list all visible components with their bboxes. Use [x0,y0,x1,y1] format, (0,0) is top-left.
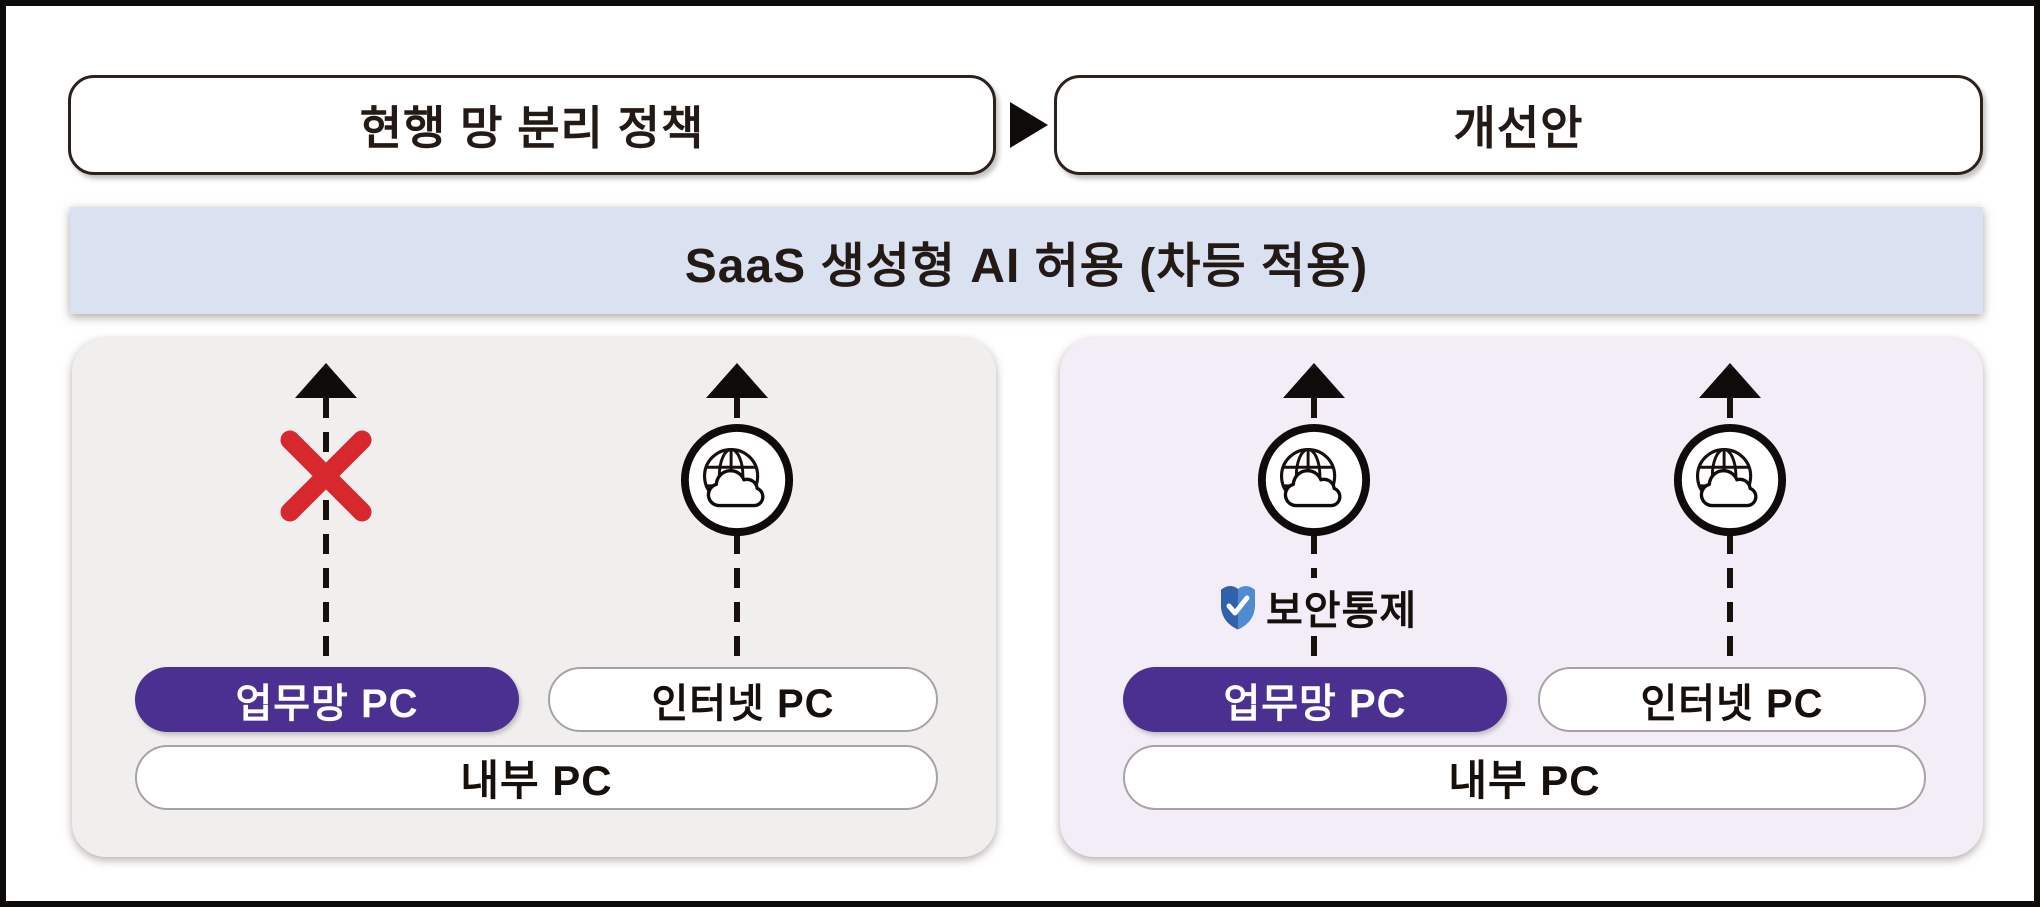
up-arrow-icon [295,363,357,398]
up-arrow-icon [1283,363,1345,398]
improved-plan-title: 개선안 [1453,102,1584,154]
security-control-badge: 보안통제 [1216,578,1424,636]
saas-allow-banner: SaaS 생성형 AI 허용 (차등 적용) [70,207,1983,314]
current-policy-panel: 업무망 PC 인터넷 PC 내부 PC [72,338,996,857]
red-x-icon [280,430,372,522]
saas-allow-banner-text: SaaS 생성형 AI 허용 (차등 적용) [684,239,1369,293]
internal-pc-label: 내부 PC [1448,757,1601,804]
internet-pc-label: 인터넷 PC [651,681,835,726]
up-arrow-icon [706,363,768,398]
shield-check-icon [1221,586,1255,630]
internal-pc-bar: 내부 PC [135,745,938,810]
internet-pc-label: 인터넷 PC [1640,681,1824,726]
globe-cloud-icon [680,423,794,537]
improved-plan-title-box: 개선안 [1054,75,1983,175]
improved-plan-panel: 보안통제 업무망 PC 인터넷 PC 내부 PC [1060,338,1983,857]
work-network-pc-label: 업무망 PC [1223,681,1407,726]
internet-pc-pill: 인터넷 PC [1538,667,1926,732]
dashed-connector [323,398,329,669]
internet-pc-pill: 인터넷 PC [548,667,938,732]
work-network-pc-pill: 업무망 PC [1123,667,1507,732]
globe-cloud-icon [1257,423,1371,537]
security-control-label: 보안통제 [1266,589,1418,633]
work-network-pc-label: 업무망 PC [235,681,419,726]
internal-pc-bar: 내부 PC [1123,745,1926,810]
up-arrow-icon [1699,363,1761,398]
globe-cloud-icon [1673,423,1787,537]
current-policy-title-box: 현행 망 분리 정책 [68,75,996,175]
work-network-pc-pill: 업무망 PC [135,667,519,732]
internal-pc-label: 내부 PC [460,757,613,804]
right-arrow-icon [1010,102,1048,148]
current-policy-title: 현행 망 분리 정책 [359,102,705,154]
